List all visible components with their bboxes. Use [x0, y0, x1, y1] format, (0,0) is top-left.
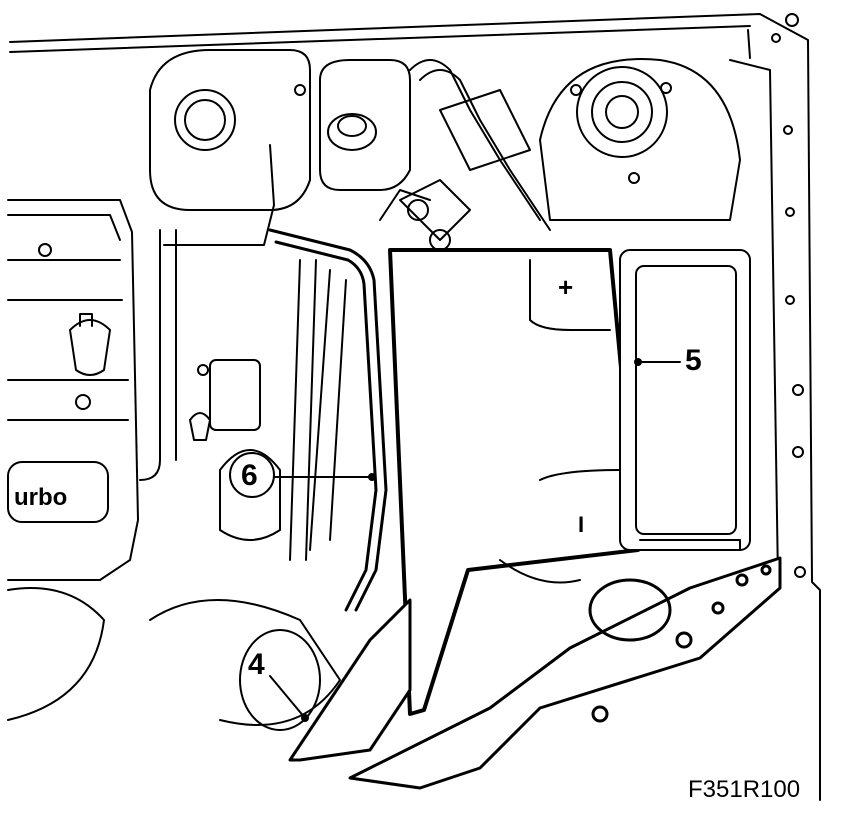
brake-fluid-reservoir — [319, 59, 411, 191]
battery — [388, 248, 640, 716]
coolant-reservoir — [149, 49, 311, 246]
strut-tower — [539, 58, 741, 221]
hoses-and-wiring — [139, 229, 347, 731]
turbo-badge — [7, 461, 109, 523]
body-frame — [9, 13, 821, 801]
callout-5: 5 — [685, 344, 702, 377]
callout-6-circle — [229, 452, 275, 498]
fuse-box — [619, 249, 751, 551]
battery-positive-terminal: + — [558, 272, 574, 302]
callout-6: 6 — [241, 459, 258, 492]
turbo-badge-text: urbo — [14, 484, 68, 511]
leader-4 — [269, 675, 306, 719]
oil-filler-cap — [69, 319, 111, 376]
engine-cover — [7, 199, 139, 721]
callout-4: 4 — [248, 648, 265, 681]
battery-details — [499, 259, 621, 584]
callout-leaders — [269, 358, 681, 722]
battery-cable — [268, 228, 388, 612]
battery-tray — [288, 556, 782, 790]
battery-negative-terminal: I — [578, 512, 585, 537]
figure-code: F351R100 — [688, 776, 801, 803]
hydraulic-lines — [379, 59, 551, 251]
